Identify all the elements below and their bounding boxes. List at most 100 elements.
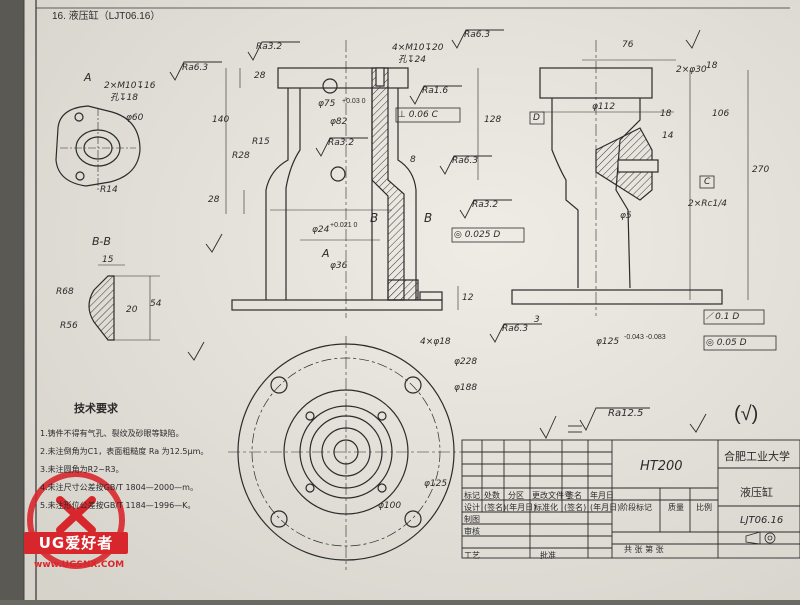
title-cell: 阶段标记: [620, 503, 652, 512]
thread-callout: 2×M10↧16: [104, 81, 156, 91]
arrow-a-label: A: [322, 247, 330, 260]
dimension: R28: [232, 151, 250, 161]
title-cell: 比例: [696, 503, 712, 512]
title-cell: 处数: [484, 491, 500, 500]
roughness-label: Ra3.2: [472, 200, 499, 210]
dimension: φ36: [330, 261, 348, 271]
coaxiality-tolerance: ◎ 0.025 D: [454, 230, 501, 240]
dimension: 20: [126, 305, 138, 315]
general-finish-symbol: (√): [734, 403, 759, 425]
dimension: 15: [102, 255, 114, 265]
drawing-number: LJT06.16: [740, 515, 784, 526]
dimension: φ5: [620, 211, 632, 221]
view-a-flange: [55, 105, 141, 190]
dimension: 270: [752, 165, 770, 175]
dimension: 8: [410, 155, 416, 165]
dimension: φ82: [330, 117, 348, 127]
dimension: φ60: [126, 113, 144, 123]
watermark-url: www.UGSNX.COM: [34, 560, 125, 570]
title-cell: 标准化: [534, 503, 558, 512]
part-name: 液压缸: [740, 487, 773, 499]
thread-callout: 4×M10↧20: [392, 43, 444, 53]
perpendicularity-frame: [395, 107, 461, 123]
coaxiality-tolerance: ◎ 0.05 D: [706, 338, 747, 348]
dimension: φ188: [454, 383, 478, 393]
section-label: B-B: [92, 235, 111, 248]
roughness-label: Ra3.2: [328, 138, 355, 148]
roughness-symbols: [169, 29, 707, 439]
title-cell: 设计: [464, 503, 480, 512]
section-marker-1: B: [370, 211, 379, 225]
drawing-title: 16. 液压缸（LJT06.16）: [52, 11, 161, 22]
dimension: 54: [150, 299, 162, 309]
dimension: φ75: [318, 99, 336, 109]
dimension: R56: [60, 321, 78, 331]
roughness-label: Ra3.2: [256, 42, 283, 52]
dimension: 106: [712, 109, 730, 119]
title-cell: (签名): [484, 503, 507, 512]
dimension: φ112: [592, 102, 616, 112]
tolerance: -0.043 -0.083: [624, 334, 666, 341]
dimension: 2×Rc1/4: [688, 199, 727, 209]
dimension: 14: [662, 131, 674, 141]
title-cell: 批准: [540, 551, 556, 560]
title-cell: 标记: [464, 491, 480, 500]
title-cell: 分区: [508, 491, 524, 500]
roughness-label: Ra6.3: [452, 156, 479, 166]
watermark-brand: UG爱好者: [24, 532, 128, 554]
title-cell: 制图: [464, 515, 480, 524]
dimension: 18: [706, 61, 718, 71]
title-cell: (年月日): [590, 503, 621, 512]
dimension: R14: [100, 185, 118, 195]
title-cell: (签名): [564, 503, 587, 512]
university-name: 合肥工业大学: [724, 451, 790, 463]
title-cell: 工艺: [464, 551, 480, 560]
thread-callout: 孔↧18: [110, 93, 138, 103]
dimension: 4×φ18: [420, 337, 451, 347]
roughness-label: Ra1.6: [422, 86, 449, 96]
title-cell: 质量: [668, 503, 684, 512]
tolerance: +0.021 0: [330, 222, 358, 229]
dimension: 3: [534, 315, 540, 325]
tolerance: +0.03 0: [342, 98, 366, 105]
roughness-label: Ra6.3: [502, 324, 529, 334]
dimension: φ100: [378, 501, 402, 511]
dimension: 76: [622, 40, 634, 50]
dimension: R15: [252, 137, 270, 147]
dimension: 128: [484, 115, 502, 125]
bottom-plan-view: [228, 336, 464, 570]
tech-note: 5.未注形位公差按GB/T 1184—1996—K。: [40, 501, 196, 510]
perpendicularity-tolerance: ⊥ 0.06 C: [398, 110, 438, 120]
material: HT200: [640, 459, 683, 474]
tech-note: 1.铸件不得有气孔、裂纹及砂眼等缺陷。: [40, 429, 184, 438]
datum-label: D: [533, 113, 540, 123]
datum-label: C: [704, 177, 711, 187]
section-b-b: [88, 264, 160, 341]
tech-note: 3.未注圆角为R2~R3。: [40, 465, 124, 474]
dimension: 2×φ30: [676, 65, 707, 75]
tech-note: 2.未注倒角为C1，表面粗糙度 Ra 为12.5μm。: [40, 447, 209, 456]
title-block: [461, 439, 800, 559]
coaxiality-frame: [451, 227, 525, 243]
dimension: 140: [212, 115, 230, 125]
front-section-view: [225, 40, 479, 318]
tech-notes-heading: 技术要求: [74, 403, 118, 415]
roughness-label: Ra6.3: [464, 30, 491, 40]
title-cell: 更改文件号: [532, 491, 572, 500]
dimension: φ125: [424, 479, 448, 489]
dimension: 12: [462, 293, 474, 303]
flatness-tolerance: ⟋ 0.1 D: [706, 312, 740, 322]
title-cell: 年月日: [590, 491, 614, 500]
tech-note: 4.未注尺寸公差按GB/T 1804—2000—m。: [40, 483, 198, 492]
title-cell: (年月日): [506, 503, 537, 512]
watermark-logo: [27, 471, 125, 569]
flatness-frame: [703, 309, 765, 325]
dimension: φ125: [596, 337, 620, 347]
roughness-label: Ra6.3: [182, 63, 209, 73]
projection-symbol: [745, 531, 776, 545]
dimension: φ24: [312, 225, 330, 235]
coaxiality-frame-2: [703, 335, 777, 351]
title-cell: 签名: [566, 491, 582, 500]
